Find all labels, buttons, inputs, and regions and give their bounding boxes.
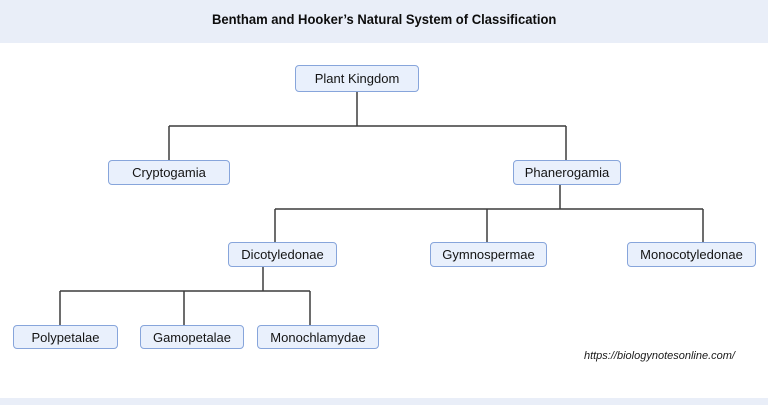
node-phanerogamia: Phanerogamia: [513, 160, 621, 185]
node-polypetalae: Polypetalae: [13, 325, 118, 349]
source-url-text: https://biologynotesonline.com/: [583, 350, 735, 362]
edges-dicotyledonae-children: [59, 267, 311, 325]
page-title: Bentham and Hooker’s Natural System of C…: [211, 11, 557, 27]
node-dicotyledonae: Dicotyledonae: [228, 242, 337, 267]
node-cryptogamia: Cryptogamia: [108, 160, 230, 185]
edges-plant-kingdom-children: [168, 92, 567, 161]
footer-band: [0, 398, 768, 405]
node-plant-kingdom: Plant Kingdom: [295, 65, 419, 92]
title-band: Bentham and Hooker’s Natural System of C…: [0, 0, 768, 43]
node-monocotyledonae: Monocotyledonae: [627, 242, 756, 267]
node-monochlamydae: Monochlamydae: [257, 325, 379, 349]
node-gamopetalae: Gamopetalae: [140, 325, 244, 349]
edges-phanerogamia-children: [274, 185, 704, 242]
node-gymnospermae: Gymnospermae: [430, 242, 547, 267]
